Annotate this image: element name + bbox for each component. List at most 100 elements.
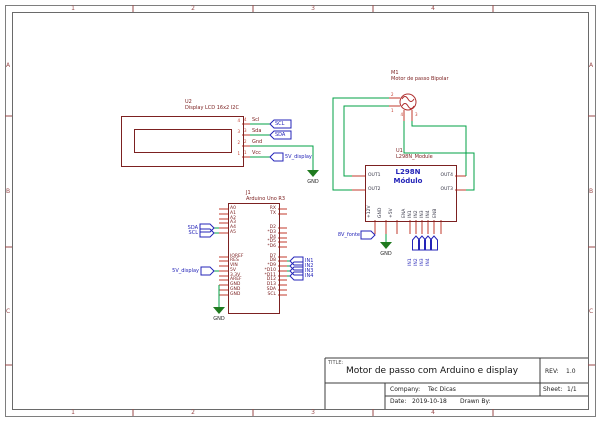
label-flag-in2: [289, 261, 304, 271]
drawn-by-label: Drawn By:: [460, 398, 491, 405]
driver-pin-name: IN4: [426, 210, 431, 218]
zone-label: 3: [311, 5, 315, 12]
title-block-lines: [324, 357, 588, 409]
zone-label: B: [6, 188, 11, 195]
rev-value: 1.0: [566, 368, 576, 375]
driver-pin-name: +12V: [367, 205, 372, 218]
driver-value-line1: L298N: [395, 168, 421, 176]
global-label-sda: SDA: [275, 132, 286, 138]
global-label-in4: IN4: [426, 258, 431, 266]
arduino-pin-name: GND: [230, 292, 241, 297]
arduino-pin-name: 3.3V: [230, 273, 241, 278]
driver-pin-name: GND: [378, 207, 383, 218]
driver-pin-name: ENA: [402, 208, 407, 218]
arduino-pin-name: D13: [266, 282, 276, 287]
driver-pin-name: IN2: [414, 210, 419, 218]
lcd-pin-number: 3: [244, 128, 247, 133]
arduino-pin-name: *D5: [267, 239, 276, 244]
date-value: 2019-10-18: [412, 398, 447, 405]
arduino-pin-name: A0: [230, 206, 236, 211]
arduino-value: Arduino Uno R3: [246, 196, 286, 202]
sheet-title: Motor de passo com Arduino e display: [345, 366, 519, 376]
global-label-sda: SDA: [187, 225, 198, 231]
label-flag-in4-driver: [430, 235, 438, 251]
global-label-scl: SCL: [275, 121, 285, 127]
global-label-in2: IN2: [305, 263, 314, 269]
lcd-value: Display LCD 16x2 I2C: [185, 105, 239, 111]
label-flag-in1: [289, 256, 304, 266]
label-flag-scl-arduino: [199, 228, 215, 238]
zone-label: 4: [431, 5, 435, 12]
label-flag-scl: [269, 119, 292, 129]
arduino-pin-name: *D10: [264, 268, 276, 273]
global-label-5v-display: 5V_display: [285, 154, 312, 160]
motor-ref: M1: [391, 70, 399, 76]
wires: [214, 97, 475, 307]
arduino-pin-name: A4: [230, 225, 236, 230]
lcd-ref: U2: [185, 99, 192, 105]
global-label-scl: SCL: [188, 230, 198, 236]
gnd-arrow-icon: [307, 170, 319, 177]
arduino-pin-name: D8: [269, 258, 276, 263]
arduino-pin-name: A5: [230, 230, 236, 235]
label-flag-in4: [289, 271, 304, 281]
zone-label: 1: [71, 409, 75, 416]
arduino-pin-name: SCL: [267, 292, 276, 297]
motor-pin-number: 4: [400, 112, 403, 117]
label-flag-5v-arduino: [200, 266, 215, 276]
global-label-in1: IN1: [305, 258, 314, 264]
frame-zone-ticks: [5, 5, 595, 416]
driver-pin-name: +5V: [389, 208, 394, 218]
rev-label: REV:: [545, 368, 559, 375]
zone-label: 4: [431, 409, 435, 416]
global-label-in3: IN3: [420, 258, 425, 266]
lcd-screen: [134, 129, 232, 153]
global-label-flags: [199, 119, 438, 281]
lcd-pin-name: Gnd: [252, 139, 263, 145]
title-label: TITLE:: [328, 360, 344, 366]
driver-pin-name: IN1: [408, 210, 413, 218]
lcd-pin-number: 1: [244, 150, 247, 155]
label-flag-sda: [269, 130, 292, 140]
arduino-pin-name: RX: [269, 206, 276, 211]
zone-label: A: [6, 62, 11, 69]
global-label-in4: IN4: [305, 273, 314, 279]
arduino-pin-name: GND: [230, 282, 241, 287]
motor-pin-number: 2: [391, 92, 394, 97]
zone-label: 1: [71, 5, 75, 12]
lcd-pin-name: Vcc: [252, 150, 261, 156]
gnd-label: GND: [307, 179, 319, 185]
sheet-label: Sheet:: [543, 386, 563, 393]
driver-ref: U1: [396, 148, 403, 154]
global-label-5v-display: 5V_display: [172, 268, 199, 274]
arduino-pin-name: D7: [269, 254, 276, 259]
arduino-body: [228, 203, 280, 314]
zone-label: 2: [191, 409, 195, 416]
lcd-pin-name: Scl: [252, 117, 260, 123]
arduino-ref: J1: [246, 190, 251, 196]
arduino-pin-name: *D3: [267, 230, 276, 235]
lcd-pin-name: Sda: [252, 128, 262, 134]
motor-value: Motor de passo Bipolar: [391, 76, 449, 82]
frame-outer: [5, 5, 596, 417]
global-label-in1: IN1: [408, 258, 413, 266]
arduino-pin-name: *D11: [264, 273, 276, 278]
zone-label: C: [6, 308, 11, 315]
zone-label: 3: [311, 409, 315, 416]
arduino-pin-name: AREF: [230, 277, 242, 282]
driver-body: [365, 165, 457, 222]
driver-pin-name: ENB: [433, 208, 438, 218]
label-flag-sda-arduino: [199, 223, 215, 233]
motor-symbol-icon: [399, 93, 417, 111]
lcd-pin-number: 4: [237, 118, 240, 123]
motor-pin-number: 1: [391, 108, 394, 113]
driver-pin-name: OUT1: [368, 173, 381, 178]
lcd-pin-number: 3: [237, 129, 240, 134]
arduino-pin-name: IOREF: [230, 254, 244, 259]
label-flag-5v-display: [269, 152, 284, 162]
arduino-pin-name: *D6: [267, 244, 276, 249]
sheet-value: 1/1: [567, 386, 577, 393]
lcd-pin-number: 1: [237, 151, 240, 156]
label-flag-8v-fonte: [360, 230, 376, 240]
